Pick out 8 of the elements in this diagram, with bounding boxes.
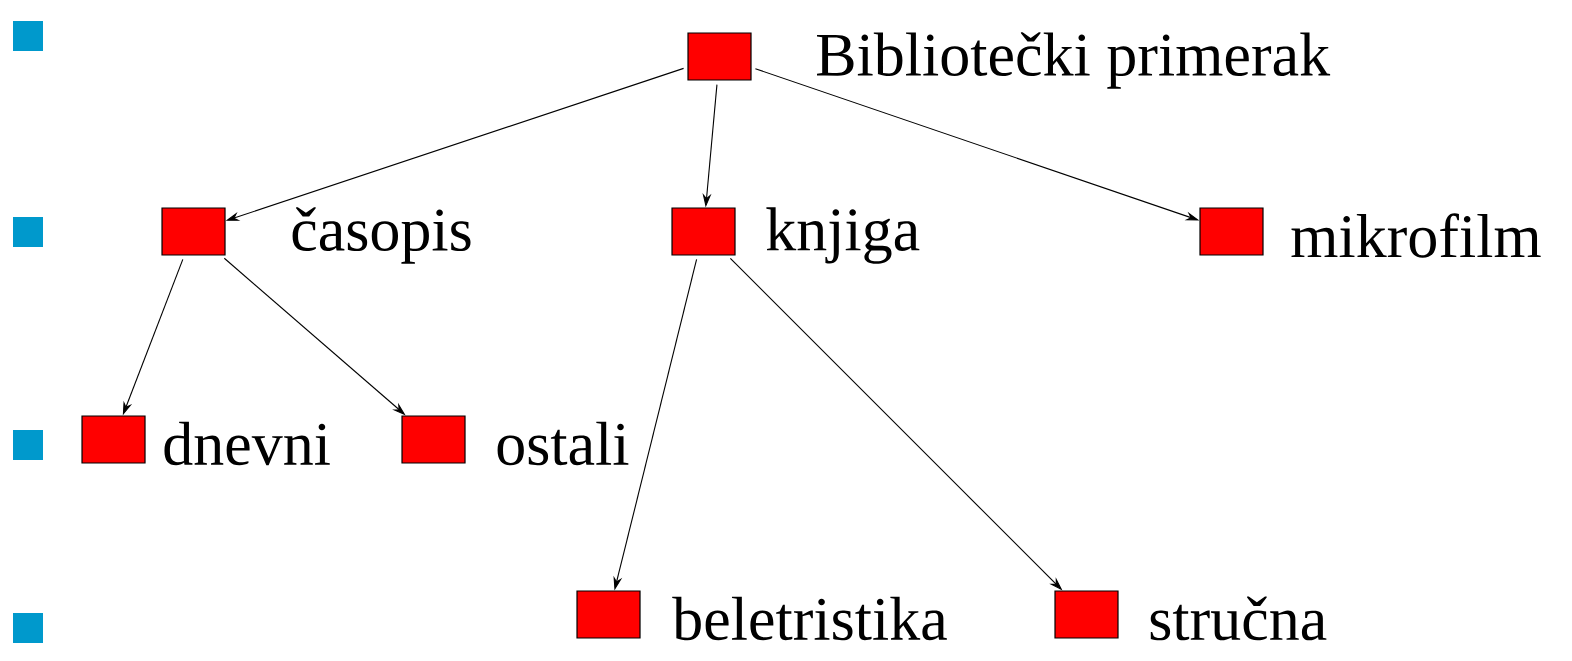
node-label: ostali (497, 421, 629, 466)
node-label: beletristika (672, 596, 947, 641)
node-label: časopis (292, 207, 471, 264)
node-label: Bibliotečki primerak (817, 32, 1331, 89)
node-label: mikrofilm (1291, 213, 1541, 258)
node-label: stručna (1150, 596, 1327, 641)
node-label: knjiga (766, 207, 920, 264)
node-label: dnevni (164, 421, 330, 466)
